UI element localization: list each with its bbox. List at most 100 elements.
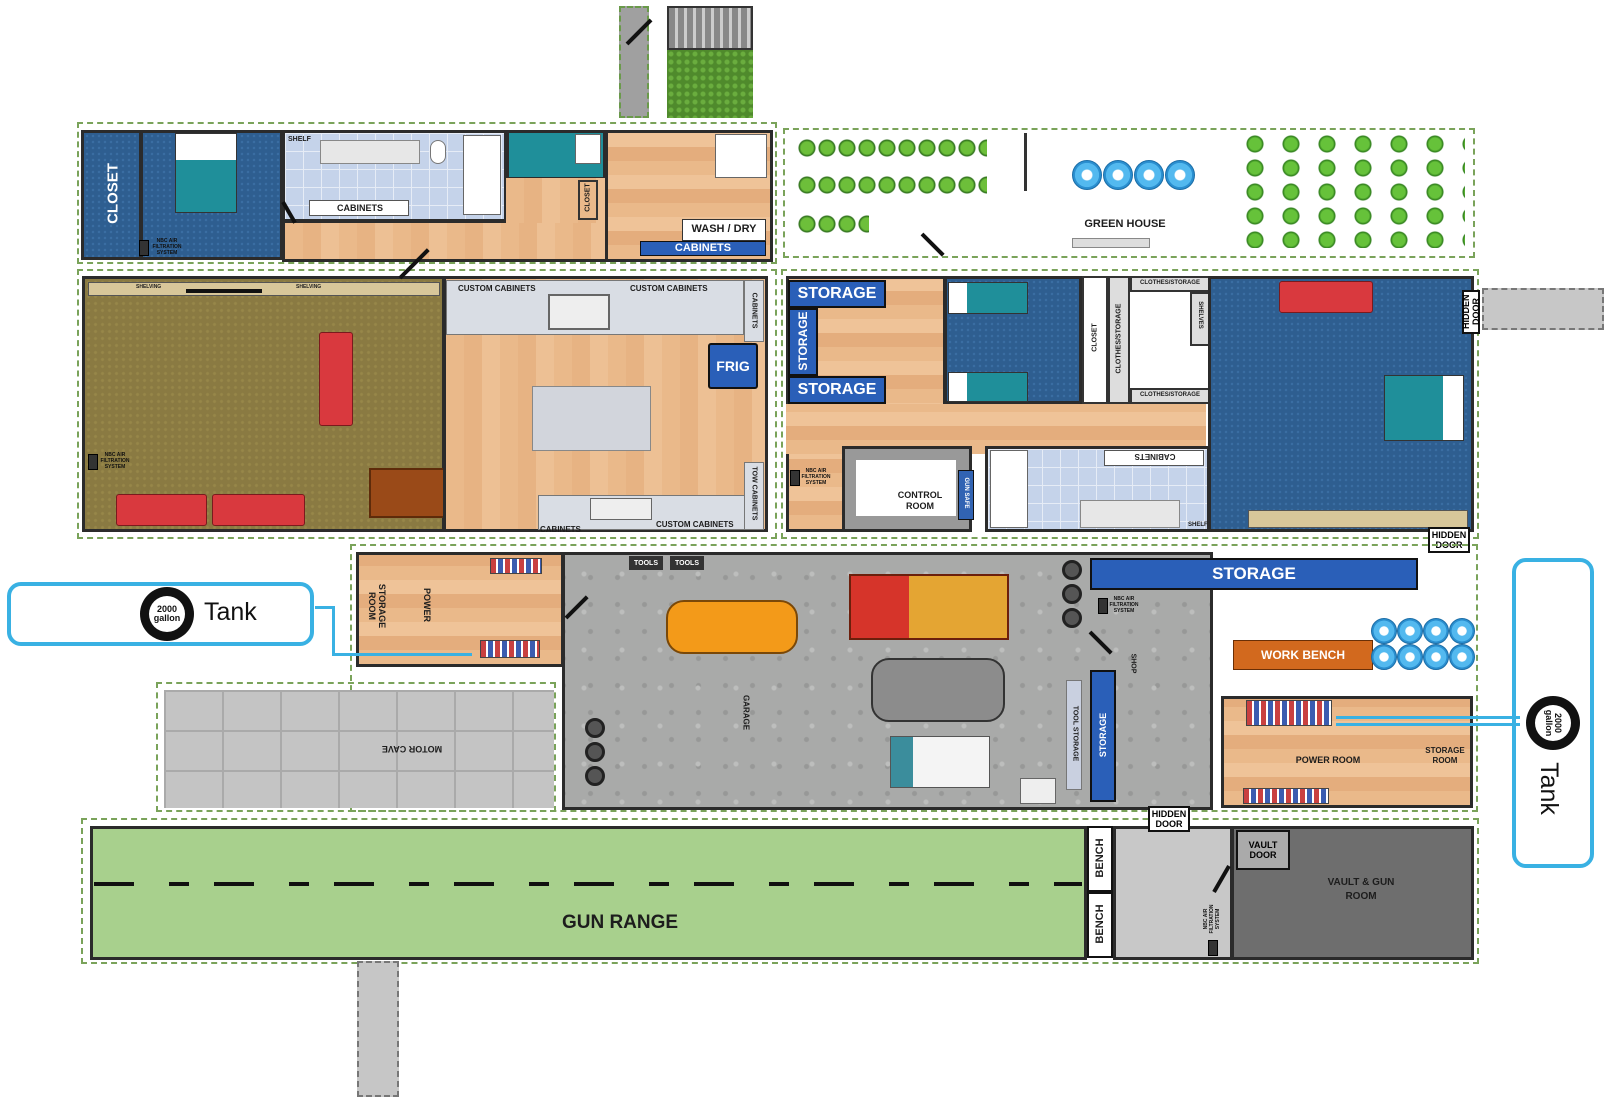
kitchen-sink: [548, 294, 610, 330]
greenhouse-water-2: [1103, 160, 1133, 190]
bath-cabinets: [309, 200, 409, 216]
gray-car: [871, 658, 1005, 722]
range-outline: [81, 818, 1479, 964]
frig: FRIG: [708, 343, 758, 389]
master-shelf: [1248, 510, 1468, 528]
plant-row-2: [797, 173, 987, 197]
nbc-label-5: NBC AIR FILTRATION SYSTEM: [1203, 904, 1221, 934]
clothes-storage-3-label: CLOTHES/STORAGE: [1140, 392, 1200, 398]
power-left-label: POWER: [422, 587, 432, 622]
shop-water-4: [1449, 618, 1475, 644]
tank-left-pipe-2: [332, 646, 472, 656]
barrel-garage-1: [585, 718, 605, 738]
nbc-unit-5: [1208, 940, 1218, 956]
bench-2-label: BENCH: [1094, 904, 1106, 944]
tv: [186, 289, 262, 293]
nbc-label-1: NBC AIR FILTRATION SYSTEM: [152, 238, 182, 256]
red-truck: [849, 574, 1009, 640]
gun-range: [90, 826, 1087, 960]
sofa-bottom-1: [116, 494, 207, 526]
cabinets-right-label: CABINETS: [750, 292, 758, 329]
shop-water-2: [1397, 618, 1423, 644]
kitchen-bottom-sink: [590, 498, 652, 520]
master-bed: [1384, 375, 1464, 441]
greenhouse-water-3: [1134, 160, 1164, 190]
kitchen-right-counter: [744, 280, 764, 342]
tools-1: TOOLS: [629, 556, 663, 570]
control-room-label: CONTROL ROOM: [897, 490, 943, 511]
storage-2-label: STORAGE: [796, 311, 810, 371]
nbc-label-4: NBC AIR FILTRATION SYSTEM: [1109, 596, 1139, 614]
bath3-sink: [1080, 500, 1180, 528]
bench-2-box: [1087, 892, 1113, 958]
nbc-unit-3: [790, 470, 800, 486]
motor-cave: [164, 690, 554, 808]
entry-steps: [667, 6, 753, 50]
nbc-unit-2: [88, 454, 98, 470]
garage-outline: [350, 544, 1478, 812]
wash-dry-label: WASH / DRY: [691, 223, 757, 235]
nbc-label-2: NBC AIR FILTRATION SYSTEM: [100, 452, 130, 470]
closet-left-label: CLOSET: [104, 163, 122, 224]
greenhouse-water-4: [1165, 160, 1195, 190]
motor-cave-label: MOTOR CAVE: [381, 744, 443, 754]
entry-grass: [667, 50, 753, 118]
shop-water-7: [1423, 644, 1449, 670]
shop-water-6: [1397, 644, 1423, 670]
master-sofa: [1279, 281, 1373, 313]
barrel-garage-3: [585, 766, 605, 786]
bed-2a: [948, 282, 1028, 314]
nbc-unit-4: [1098, 598, 1108, 614]
tank-right-capacity: 2000 gallon: [1535, 705, 1571, 741]
cabinets-bottom-label: CABINETS: [540, 525, 581, 534]
tank-left-pipe: [315, 606, 335, 650]
greenhouse-divider: [1024, 133, 1027, 191]
white-van: [890, 736, 990, 788]
greenhouse-bench: [1072, 238, 1150, 248]
bottom-walkway: [357, 961, 399, 1097]
tow-cabinets-column: [744, 462, 764, 530]
top-left-wing-outline: [77, 122, 777, 264]
closet-left-room: [81, 130, 142, 260]
batteries-right-top: [1246, 700, 1332, 726]
storage-room-right-label: STORAGE ROOM: [1425, 746, 1465, 765]
green-house-label: GREEN HOUSE: [1084, 218, 1166, 230]
shelf-label-1: SHELF: [288, 136, 311, 143]
tank-right-pipe: [1336, 716, 1520, 726]
cabinets-bath2-label: CABINETS: [1134, 452, 1176, 461]
shop-water-1: [1371, 618, 1397, 644]
shelving-left-label: SHELVING: [136, 284, 162, 290]
living-shelving-bar: [88, 282, 440, 296]
plant-row-3: [797, 212, 869, 236]
control-room-floor: [856, 460, 956, 516]
tool-storage-label: TOOL STORAGE: [1071, 705, 1079, 762]
storage-1: STORAGE: [788, 280, 886, 308]
greenhouse-water-1: [1072, 160, 1102, 190]
power-room-label: POWER ROOM: [1295, 755, 1361, 765]
gun-safe: [958, 470, 974, 520]
shop-water-5: [1371, 644, 1397, 670]
hidden-door-1: HIDDEN DOOR: [1461, 290, 1481, 334]
clothes-storage-column: [1108, 276, 1130, 404]
storage-garage: STORAGE: [1090, 558, 1418, 590]
gun-range-label: GUN RANGE: [561, 912, 679, 933]
custom-cabinets-bottom-label: CUSTOM CABINETS: [656, 520, 734, 529]
side-entry-steps: [1482, 288, 1604, 330]
shower-1: [463, 135, 501, 215]
sofa-bottom-2: [212, 494, 305, 526]
shop-water-8: [1449, 644, 1475, 670]
clothes-storage-2-label: CLOTHES/STORAGE: [1140, 280, 1200, 286]
shelf-bath2-label: SHELF: [1188, 522, 1208, 528]
cabinets-laundry-label: CABINETS: [674, 242, 732, 254]
storage-room-left-label: STORAGE ROOM: [367, 583, 387, 629]
shop-water-3: [1423, 618, 1449, 644]
bath-sink-counter: [320, 140, 420, 164]
orange-car: [666, 600, 798, 654]
storage-3: STORAGE: [788, 376, 886, 404]
tank-left-label: Tank: [204, 598, 257, 626]
storage-2-box: [788, 308, 818, 376]
cabinets-bath3: [1104, 450, 1204, 466]
batteries-left-bottom: [480, 640, 540, 658]
bed-1: [175, 133, 237, 213]
